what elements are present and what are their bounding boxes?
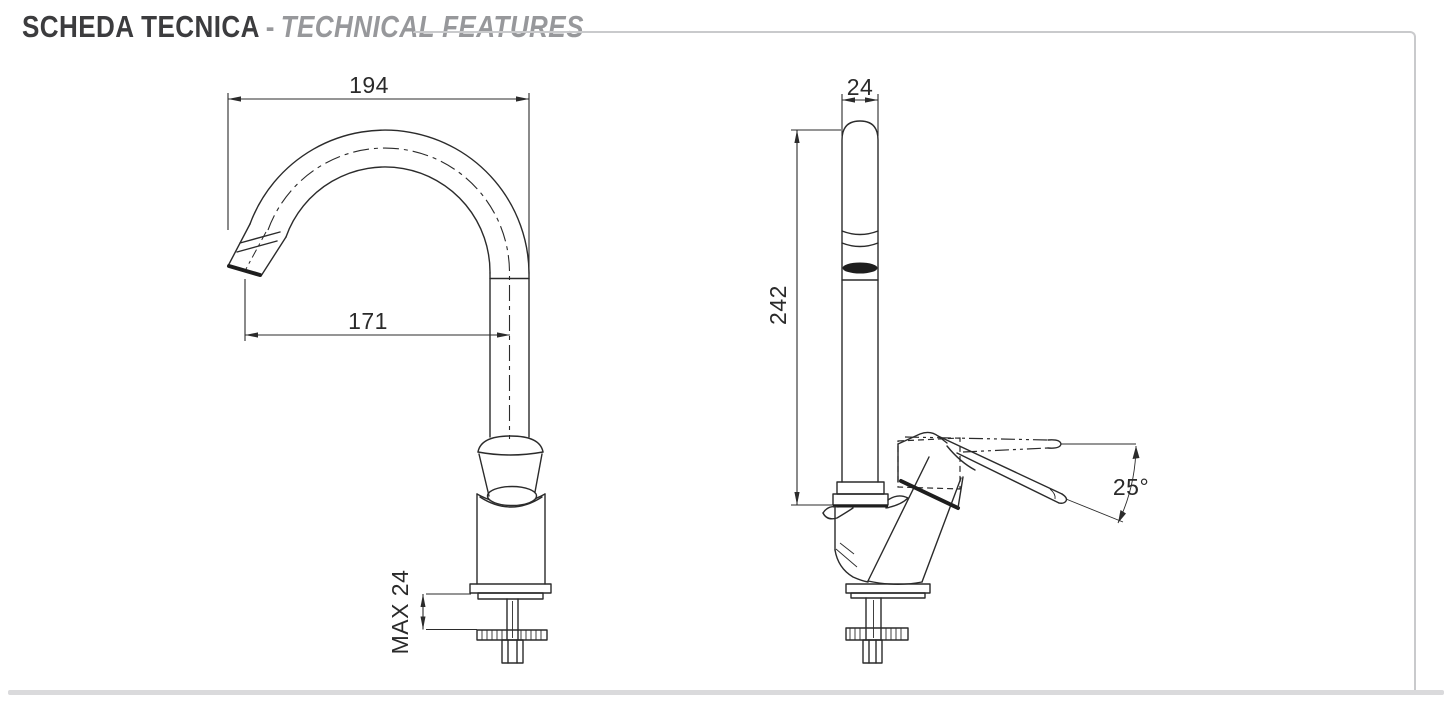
lever-neck-fairing bbox=[946, 445, 976, 471]
arrowhead-bottom bbox=[420, 616, 426, 630]
arrowhead-bottom bbox=[1118, 510, 1126, 523]
handle-cup-right bbox=[534, 453, 543, 493]
angle-lever-extension bbox=[1065, 498, 1124, 523]
lever-tip-seam bbox=[1049, 488, 1056, 500]
title-english: TECHNICAL FEATURES bbox=[280, 9, 584, 44]
dim-label-total-height: 242 bbox=[765, 285, 791, 325]
dimension-deck-thickness: MAX 24 bbox=[387, 570, 477, 655]
arrowhead-left bbox=[842, 97, 855, 103]
mounting-base-side bbox=[845, 583, 931, 664]
arrowhead-right bbox=[497, 332, 510, 338]
dimension-spout-diameter: 24 bbox=[841, 74, 879, 136]
handle-cup-bottom bbox=[486, 485, 538, 507]
spout-tube-side bbox=[841, 120, 879, 483]
mounting-washer bbox=[476, 629, 548, 641]
mounting-nut bbox=[501, 639, 524, 664]
tip-left-edge bbox=[227, 223, 251, 267]
page-title: SCHEDA TECNICA-TECHNICAL FEATURES bbox=[22, 10, 584, 44]
dim-label-spout-width: 194 bbox=[349, 72, 389, 98]
mounting-base-front bbox=[469, 583, 552, 664]
arrowhead-top bbox=[420, 594, 426, 607]
body-rim-arc bbox=[479, 496, 543, 508]
swivel-ring-right-lip bbox=[885, 495, 909, 509]
title-italian: SCHEDA TECNICA bbox=[22, 9, 260, 44]
lever-raised-tip bbox=[1047, 439, 1062, 449]
arrowhead-top bbox=[794, 130, 800, 143]
collar-upper bbox=[836, 481, 885, 495]
side-view-drawing: 24 242 bbox=[765, 74, 1149, 664]
dim-label-spout-diameter: 24 bbox=[847, 74, 874, 100]
arrowhead-bottom bbox=[794, 492, 800, 505]
front-view-drawing: 194 bbox=[227, 72, 552, 664]
tip-right-edge bbox=[260, 236, 287, 277]
spout-arc-inner bbox=[285, 166, 491, 274]
base-flange bbox=[845, 583, 931, 594]
dim-label-handle-angle: 25° bbox=[1113, 474, 1149, 500]
spout-gooseneck bbox=[249, 129, 530, 439]
tip-ring-line bbox=[239, 231, 281, 244]
lever-bottom-edge bbox=[956, 452, 1060, 504]
spout-tip bbox=[227, 223, 287, 277]
cartridge-hidden-outline bbox=[897, 437, 961, 490]
swivel-ring-left-lip bbox=[822, 507, 854, 520]
base-flange-lip bbox=[477, 592, 544, 600]
washer-hatching bbox=[849, 628, 902, 640]
aerator-face bbox=[227, 264, 262, 277]
dimension-total-height: 242 bbox=[765, 129, 841, 506]
spout-arc-outer bbox=[249, 129, 530, 274]
spout-centerline bbox=[267, 147, 511, 439]
tip-ring-line bbox=[236, 240, 278, 253]
washer-hatching bbox=[481, 630, 542, 640]
body-elbow-curve bbox=[834, 549, 869, 583]
handle-dome-base bbox=[477, 451, 544, 456]
aerator-outlet bbox=[842, 262, 878, 274]
handle-assembly bbox=[897, 431, 1068, 510]
aerator-ring bbox=[841, 242, 879, 248]
decorative-frame-rule bbox=[413, 31, 1416, 694]
elbow-hatch bbox=[839, 542, 855, 555]
mounting-washer bbox=[845, 627, 909, 641]
elbow-hatch bbox=[835, 548, 858, 568]
collar-lower bbox=[832, 493, 889, 506]
page-bottom-shadow bbox=[8, 690, 1444, 695]
body-tilted-edge bbox=[867, 456, 930, 582]
title-separator: - bbox=[265, 9, 275, 44]
swivel-ring-left-lip bbox=[822, 505, 839, 514]
arrowhead-top bbox=[1132, 446, 1140, 459]
skirt-right-edge bbox=[957, 476, 964, 509]
dim-label-spout-reach: 171 bbox=[348, 308, 388, 334]
aerator-ring bbox=[841, 230, 879, 236]
faucet-body-side bbox=[834, 456, 962, 585]
base-flange-lip bbox=[850, 592, 926, 599]
arrowhead-left bbox=[245, 332, 258, 338]
handle-cup-left bbox=[478, 453, 490, 497]
arrowhead-left bbox=[228, 96, 241, 102]
handle-dome bbox=[477, 435, 544, 453]
base-flange bbox=[469, 583, 552, 594]
lever-tip bbox=[1058, 493, 1068, 504]
dim-label-deck-thickness: MAX 24 bbox=[387, 570, 413, 655]
dimension-spout-reach: 171 bbox=[244, 279, 510, 341]
body-tilted-edge bbox=[921, 477, 962, 583]
dimension-spout-width: 194 bbox=[227, 72, 530, 272]
skirt-bottom-seam bbox=[899, 479, 960, 510]
tube-outline bbox=[841, 120, 879, 483]
lever-raised-phantom bbox=[904, 436, 1049, 441]
arrowhead-right bbox=[865, 97, 878, 103]
mounting-nut bbox=[862, 639, 883, 664]
lever-top-edge bbox=[937, 435, 1063, 495]
dimension-handle-angle: 25° bbox=[1061, 443, 1149, 524]
arrowhead-right bbox=[516, 96, 529, 102]
tube-collar bbox=[822, 481, 909, 520]
lever-raised-phantom bbox=[962, 447, 1049, 453]
tip-centerline bbox=[245, 231, 267, 270]
faucet-body-front bbox=[476, 435, 546, 585]
